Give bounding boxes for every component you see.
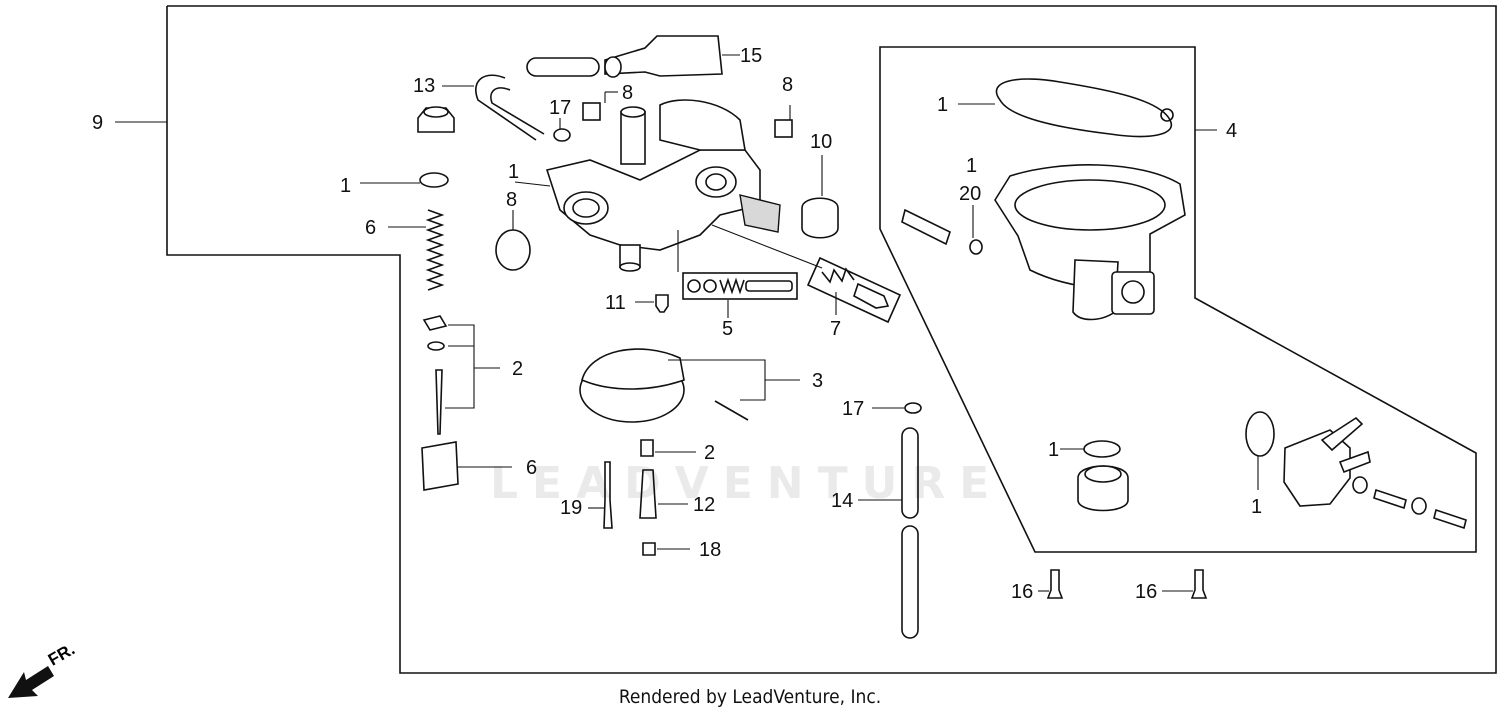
pump-bolt-a: [1373, 488, 1407, 510]
clip-top: [422, 315, 448, 331]
callout-7: 7: [830, 318, 842, 340]
nut-8b: [774, 119, 793, 138]
plug-top: [1084, 465, 1122, 483]
float-bowl-rim: [1014, 179, 1166, 231]
callout-11: 11: [605, 292, 626, 314]
pump-washer: [1352, 476, 1368, 494]
screw-19: [603, 461, 613, 529]
footer-credit: Rendered by LeadVenture, Inc.: [618, 686, 882, 708]
leader-7-top: [711, 224, 823, 269]
callout-20: 20: [959, 183, 982, 205]
callout-1: 1: [1251, 496, 1263, 518]
bracket-2a: [445, 324, 475, 409]
float-pin: [714, 400, 749, 421]
screw-18: [642, 542, 656, 556]
callout-13: 13: [413, 75, 436, 97]
tube-13-inner: [490, 87, 545, 135]
kit-7-frame: [806, 256, 902, 324]
gasket-1-tab: [1160, 108, 1174, 122]
jet-2b: [640, 439, 654, 457]
spring-6: [425, 209, 445, 291]
kit-5-frame: [682, 272, 798, 300]
pump-washer-b: [1411, 497, 1427, 515]
callout-16: 16: [1011, 581, 1034, 603]
clip-17b: [904, 402, 922, 414]
callout-1: 1: [508, 161, 520, 183]
callout-4: 4: [1226, 120, 1238, 142]
o-ring-1e: [1083, 440, 1121, 458]
callout-17: 17: [842, 398, 865, 420]
callout-14: 14: [831, 490, 854, 512]
kit-7-screw: [853, 282, 890, 309]
nut-8a: [582, 102, 601, 121]
callout-12: 12: [693, 494, 716, 516]
callout-8: 8: [622, 82, 634, 104]
drain-screw: [901, 208, 951, 246]
callout-6: 6: [526, 457, 538, 479]
clip-ring: [427, 341, 445, 351]
bolt-16a: [1046, 569, 1064, 599]
leader-1b: [514, 181, 551, 187]
callout-1: 1: [966, 155, 978, 177]
watermark: LEADVENTURE: [490, 458, 1004, 509]
o-ring-1f: [1245, 411, 1275, 457]
tube-14-upper: [901, 427, 919, 519]
float-bowl: [994, 164, 1186, 290]
float-chamber-boundary-4: [879, 46, 1477, 553]
o-ring-8c: [495, 229, 531, 271]
callout-1: 1: [340, 175, 352, 197]
float-bowl-flange: [1111, 271, 1155, 315]
fuel-pump-nozzle-a: [1320, 416, 1364, 452]
jet-needle: [435, 369, 443, 435]
kit-5-spring: [719, 277, 745, 295]
float-bowl-flange-hole: [1121, 280, 1145, 304]
float-3-top: [581, 348, 685, 390]
callout-10: 10: [810, 131, 833, 153]
clip-17: [553, 128, 571, 142]
pump-bolt-b: [1433, 508, 1467, 530]
callout-9: 9: [92, 112, 104, 134]
gasket-1: [995, 78, 1173, 138]
callout-17: 17: [549, 97, 572, 119]
hose-15-end: [604, 56, 622, 78]
bolt-16b: [1190, 569, 1208, 599]
callout-2: 2: [512, 358, 524, 380]
fr-direction-arrow-icon: [8, 666, 54, 698]
cap-10: [801, 197, 839, 239]
callout-8: 8: [506, 189, 518, 211]
valve-11: [655, 294, 669, 313]
fuel-pump-nozzle-b: [1338, 450, 1371, 474]
callout-2: 2: [704, 442, 716, 464]
assembly-boundary-9: [166, 5, 1497, 674]
hose-mid: [526, 57, 600, 77]
callout-5: 5: [722, 318, 734, 340]
jet-12: [639, 469, 657, 519]
piston-6: [421, 441, 459, 491]
hose-15: [604, 35, 723, 77]
callout-18: 18: [699, 539, 722, 561]
callout-1: 1: [937, 94, 949, 116]
callout-16: 16: [1135, 581, 1158, 603]
callout-8: 8: [782, 74, 794, 96]
callout-15: 15: [740, 45, 763, 67]
washer-20: [969, 239, 983, 255]
callout-6: 6: [365, 217, 377, 239]
kit-5-washer-a: [687, 279, 701, 293]
callout-3: 3: [812, 370, 824, 392]
tube-13: [475, 74, 537, 141]
kit-7-spring: [821, 267, 855, 284]
kit-5-screw: [745, 280, 793, 292]
washer-1: [419, 172, 449, 188]
cap-ring: [423, 106, 449, 118]
kit-5-washer-b: [703, 279, 717, 293]
tube-14-lower: [901, 525, 919, 639]
callout-19: 19: [560, 497, 583, 519]
callout-1: 1: [1048, 439, 1060, 461]
carburetor-body: [545, 99, 781, 272]
